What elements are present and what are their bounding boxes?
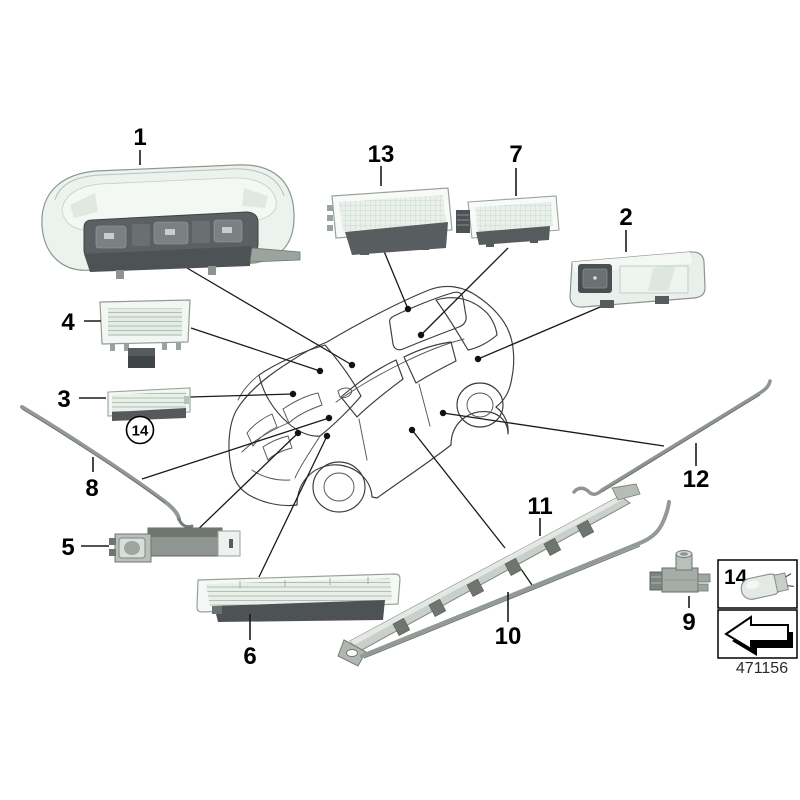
leader-line-4	[190, 327, 321, 372]
button-glyph-icon	[222, 227, 232, 233]
callout-11[interactable]: 11	[527, 493, 552, 520]
callout-6[interactable]: 6	[243, 643, 256, 670]
legend-direction-box	[717, 609, 798, 659]
callout-7[interactable]: 7	[509, 141, 522, 168]
part-7-interior-lamp[interactable]	[456, 195, 560, 247]
part-1-roof-console[interactable]	[41, 164, 301, 279]
part-9-bulb-socket[interactable]	[649, 550, 711, 593]
callout-8[interactable]: 8	[85, 475, 98, 502]
leader-line-12	[442, 412, 665, 447]
leader-line-1	[186, 267, 353, 366]
leader-line-5	[187, 432, 299, 540]
hotspot-dots	[289, 305, 482, 440]
callout-14-circled-label[interactable]: 14	[132, 423, 149, 440]
part-3-lamp[interactable]	[107, 387, 191, 421]
leader-line-11	[411, 429, 506, 549]
leader-line-7	[420, 247, 509, 336]
hotspot-dot-1	[348, 361, 356, 369]
part-11-light-rail[interactable]	[337, 483, 641, 667]
drawing-number: 471156	[736, 660, 788, 677]
hotspot-dot-6	[323, 432, 331, 440]
callout-labels: 1 13 7 2 4 3 8 5 6 9 10 11 12	[57, 124, 709, 670]
connector-block	[456, 210, 470, 233]
part-10-light-guide[interactable]	[360, 500, 671, 659]
callout-13[interactable]: 13	[368, 141, 395, 168]
callout-12[interactable]: 12	[683, 466, 710, 493]
part-4-lamp[interactable]	[99, 299, 191, 368]
part-2-reading-lamp[interactable]	[569, 251, 706, 308]
hotspot-dot-8	[325, 414, 333, 422]
legend-bulb-number[interactable]: 14	[724, 566, 748, 589]
hotspot-dot-2	[474, 355, 482, 363]
hotspot-dot-12	[439, 409, 447, 417]
part-13-interior-lamp[interactable]	[327, 187, 453, 255]
callout-4[interactable]: 4	[61, 309, 75, 336]
callout-1[interactable]: 1	[133, 124, 146, 151]
callout-ticks	[79, 150, 697, 640]
callout-10[interactable]: 10	[495, 623, 522, 650]
part-12-light-guide[interactable]	[572, 379, 772, 496]
hotspot-dot-3	[289, 390, 297, 398]
leader-line-8	[141, 417, 330, 480]
console-buttons[interactable]	[95, 219, 243, 249]
hotspot-dot-5	[294, 429, 302, 437]
leader-line-13	[380, 243, 409, 310]
hotspot-dot-4	[316, 367, 324, 375]
leader-line-6	[258, 435, 328, 578]
hotspot-dot-7	[417, 331, 425, 339]
leader-lines	[141, 243, 665, 589]
callout-9[interactable]: 9	[682, 609, 695, 636]
callout-5[interactable]: 5	[61, 534, 74, 561]
leader-line-2	[477, 298, 620, 360]
hotspot-dot-13	[404, 305, 412, 313]
circled-callout-14[interactable]: 14	[125, 415, 155, 445]
button-glyph-icon	[165, 229, 175, 235]
button-glyph-icon	[104, 233, 114, 239]
hotspot-dot-11	[408, 426, 416, 434]
part-8-light-guide[interactable]	[20, 405, 194, 529]
part-5-lamp-module[interactable]	[109, 527, 241, 563]
direction-arrow-icon	[724, 615, 793, 656]
bulb-icon	[740, 572, 794, 600]
part-6-lamp[interactable]	[196, 573, 401, 622]
callout-2[interactable]: 2	[619, 204, 632, 231]
leader-line-3	[189, 393, 294, 398]
legend-bulb-box[interactable]: 14	[717, 559, 798, 609]
car-outline-sketch	[228, 285, 515, 513]
callout-3[interactable]: 3	[57, 386, 70, 413]
